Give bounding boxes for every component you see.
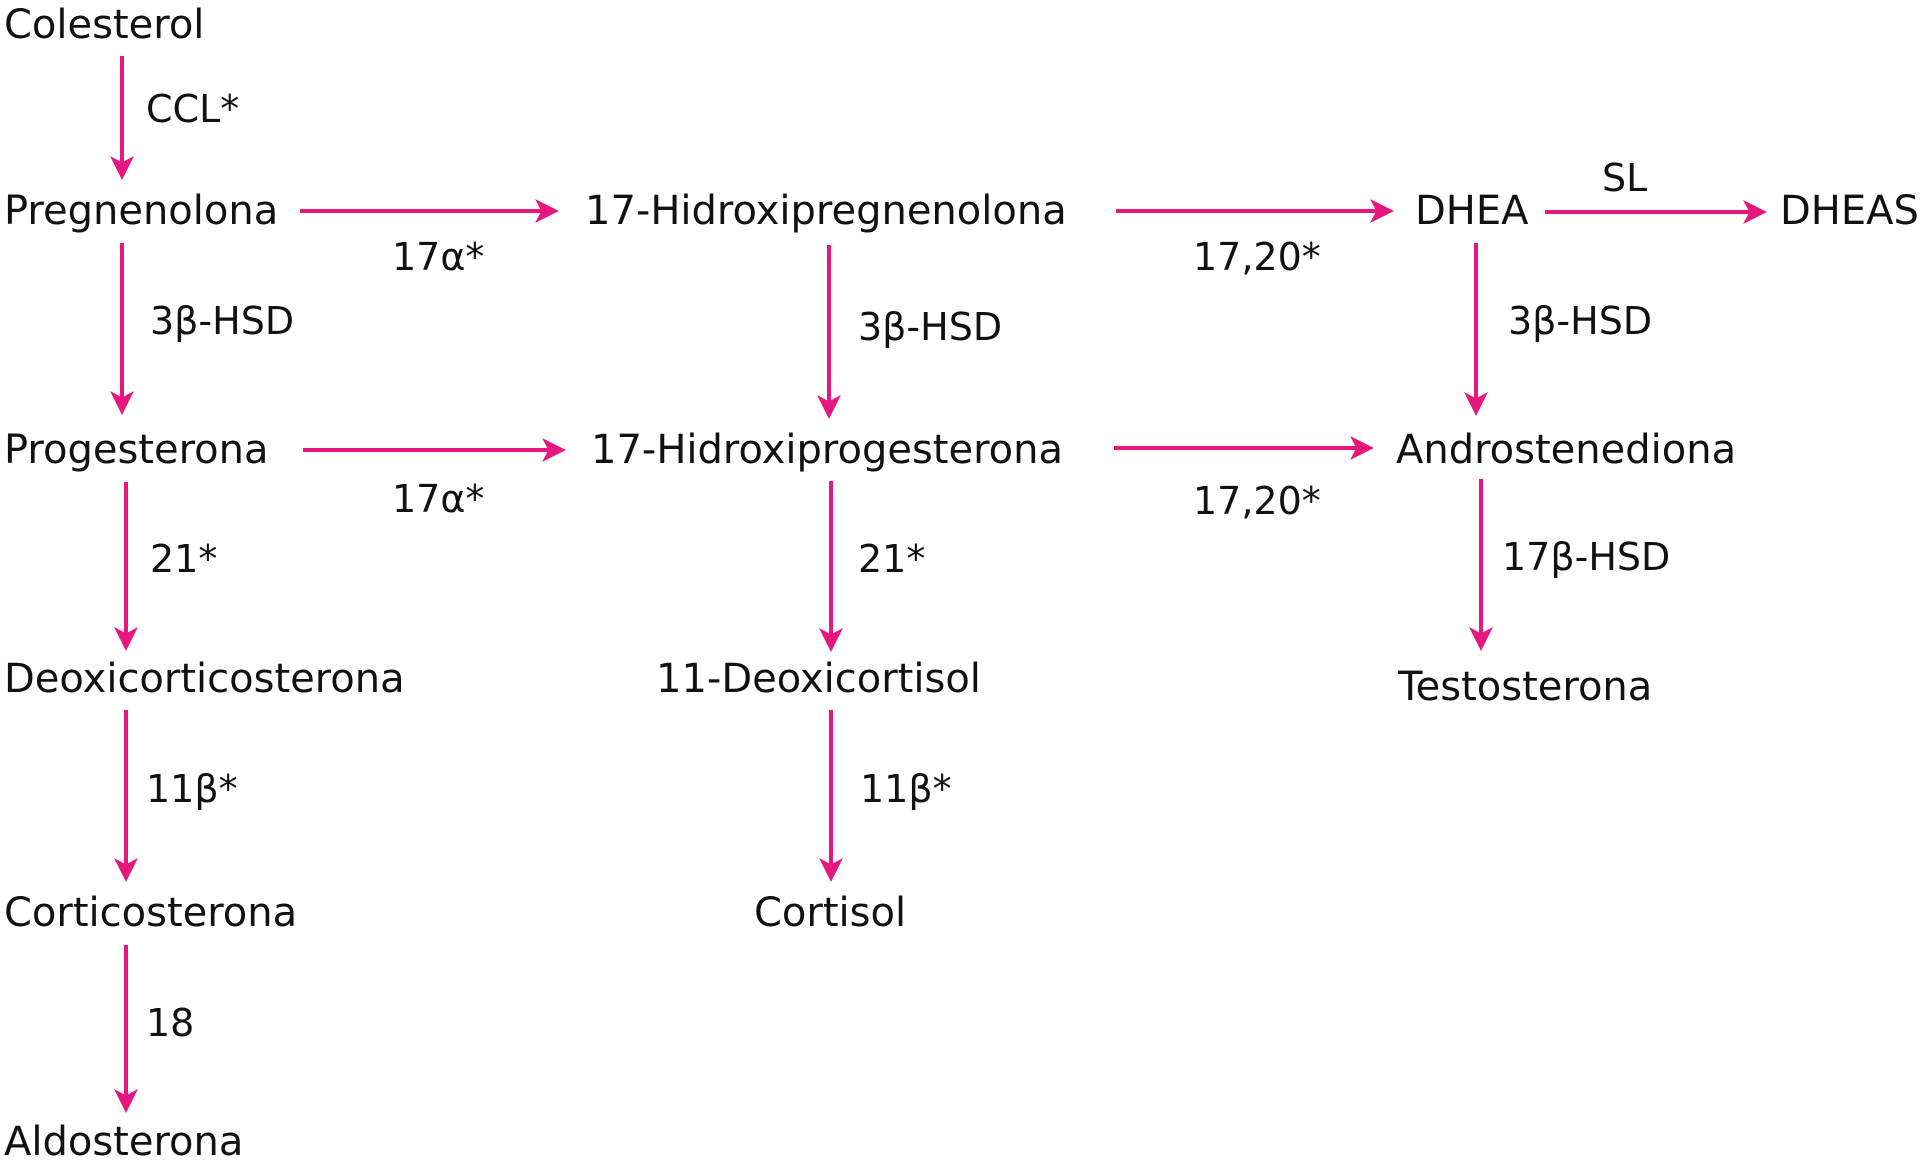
- enzyme-11beta-mid: 11β*: [860, 767, 952, 811]
- node-dhea: DHEA: [1415, 188, 1529, 234]
- node-deoxicortisol: 11-Deoxicortisol: [656, 656, 981, 702]
- node-corticosterona: Corticosterona: [4, 890, 297, 936]
- enzyme-1720-bottom: 17,20*: [1193, 479, 1321, 523]
- node-dheas: DHEAS: [1780, 188, 1919, 234]
- node-cortisol: Cortisol: [754, 890, 906, 936]
- node-deoxicorticosterona: Deoxicorticosterona: [4, 656, 405, 702]
- metabolites: Colesterol Pregnenolona 17-Hidroxipregne…: [4, 2, 1919, 1165]
- enzyme-18: 18: [146, 1001, 194, 1045]
- enzyme-17bhsd: 17β-HSD: [1502, 535, 1670, 579]
- node-hidroxipregnenolona: 17-Hidroxipregnenolona: [585, 188, 1067, 234]
- enzyme-3bhsd-mid: 3β-HSD: [858, 305, 1002, 349]
- enzyme-3bhsd-right: 3β-HSD: [1508, 299, 1652, 343]
- node-hidroxiprogesterona: 17-Hidroxiprogesterona: [591, 427, 1063, 473]
- node-testosterona: Testosterona: [1397, 664, 1652, 710]
- enzyme-ccl: CCL*: [146, 87, 239, 131]
- arrows: [110, 56, 1767, 1113]
- node-progesterona: Progesterona: [4, 427, 269, 473]
- node-pregnenolona: Pregnenolona: [4, 188, 278, 234]
- enzyme-sl: SL: [1602, 156, 1647, 200]
- enzyme-3bhsd-left: 3β-HSD: [150, 299, 294, 343]
- enzymes: CCL* 17α* 17,20* SL 3β-HSD 3β-HSD 3β-HSD…: [146, 87, 1670, 1045]
- enzyme-21-mid: 21*: [858, 537, 925, 581]
- node-androstenediona: Androstenediona: [1396, 427, 1736, 473]
- enzyme-17alpha-top: 17α*: [392, 235, 484, 279]
- enzyme-17alpha-bottom: 17α*: [392, 477, 484, 521]
- node-colesterol: Colesterol: [4, 2, 204, 48]
- enzyme-11beta-left: 11β*: [146, 767, 238, 811]
- enzyme-21-left: 21*: [150, 537, 217, 581]
- node-aldosterona: Aldosterona: [4, 1119, 243, 1165]
- enzyme-1720-top: 17,20*: [1193, 235, 1321, 279]
